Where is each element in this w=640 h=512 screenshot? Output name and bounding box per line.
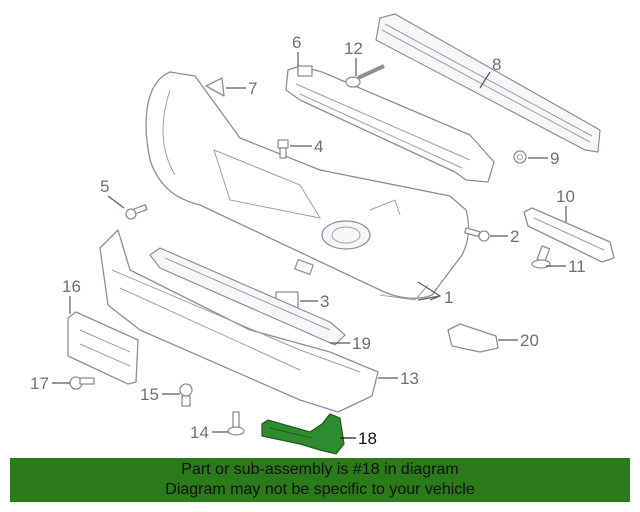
part-17-bolt	[69, 376, 95, 390]
callout-13: 13	[400, 369, 419, 388]
part-19-lower-grille	[149, 247, 346, 346]
part-9-nut	[513, 150, 527, 164]
callout-15: 15	[140, 385, 159, 404]
callout-12: 12	[344, 39, 363, 58]
callout-4: 4	[314, 137, 323, 156]
callout-6: 6	[292, 33, 301, 52]
callout-14: 14	[190, 423, 209, 442]
callout-2: 2	[510, 227, 519, 246]
callout-leaders	[52, 52, 567, 439]
callout-9: 9	[550, 149, 559, 168]
callout-7: 7	[248, 79, 257, 98]
part-4-clip	[277, 139, 289, 159]
part-11-clip	[531, 245, 551, 269]
part-12-tow-hook	[345, 64, 385, 88]
part-7-trim	[205, 77, 225, 97]
callout-20: 20	[520, 331, 539, 350]
part-6-upper-beam	[285, 65, 495, 183]
part-20-lamp-bezel	[447, 323, 499, 353]
callout-8: 8	[492, 55, 501, 74]
part-8-reinforcement	[375, 13, 601, 153]
callout-labels: 1 2 3 4 5 6 7 8 9 10 11 12 13 14 15 16 1…	[30, 33, 586, 448]
callout-17: 17	[30, 374, 49, 393]
banner-line-disclaimer: Diagram may not be specific to your vehi…	[165, 481, 475, 498]
banner-line-part: Part or sub-assembly is #18 in diagram	[181, 461, 459, 478]
callout-3: 3	[320, 292, 329, 311]
callout-18[interactable]: 18	[358, 429, 377, 448]
callout-11: 11	[568, 257, 586, 276]
part-2-bolt	[464, 227, 490, 242]
callout-10: 10	[556, 187, 575, 206]
part-14-screw	[227, 411, 245, 436]
part-1-bumper-cover	[145, 71, 470, 301]
callout-16: 16	[62, 277, 81, 296]
callout-1: 1	[444, 288, 453, 307]
info-banner: Part or sub-assembly is #18 in diagram D…	[10, 458, 630, 502]
part-16-plate-bracket	[67, 311, 139, 385]
part-5-bolt	[125, 204, 148, 220]
part-13-lower-spoiler	[99, 229, 379, 413]
callout-5: 5	[100, 177, 109, 196]
part-18-bracket-highlighted[interactable]	[261, 413, 345, 455]
callout-19: 19	[352, 334, 371, 353]
part-10-bracket	[523, 207, 615, 263]
part-15-clip	[179, 383, 193, 407]
